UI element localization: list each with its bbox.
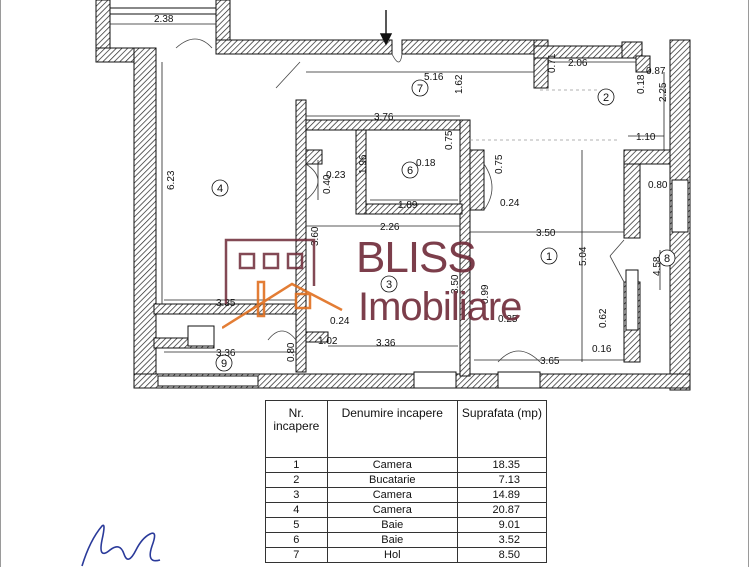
- svg-text:0.71: 0.71: [547, 53, 558, 73]
- watermark-brand-sub: Imobiliare: [358, 285, 522, 329]
- dimension-labels: 2.38 5.16 2.06 0.71 0.87 0.18 2.25 1.62 …: [154, 14, 669, 367]
- cell-nr: 3: [265, 487, 328, 503]
- svg-text:0.80: 0.80: [648, 180, 668, 191]
- table-row: 4 Camera 20.87: [265, 502, 548, 518]
- cell-nr: 2: [265, 472, 328, 488]
- svg-text:0.24: 0.24: [500, 198, 520, 209]
- svg-text:1.62: 1.62: [454, 74, 465, 94]
- table-row: 5 Baie 9.01: [265, 517, 548, 533]
- room-area-table: Nr. incapere Denumire incapere Suprafata…: [265, 400, 548, 563]
- svg-text:0.18: 0.18: [636, 74, 647, 94]
- bliss-logo-icon: [222, 238, 343, 330]
- windows: [109, 7, 689, 389]
- svg-text:0.23: 0.23: [326, 170, 346, 181]
- svg-text:2.06: 2.06: [568, 58, 588, 69]
- cell-area: 14.89: [456, 487, 548, 503]
- table-row: 3 Camera 14.89: [265, 487, 548, 503]
- svg-text:4.58: 4.58: [652, 256, 663, 276]
- svg-text:0.87: 0.87: [646, 66, 666, 77]
- table-row: 6 Baie 3.52: [265, 532, 548, 548]
- room-3: 3: [386, 279, 392, 291]
- svg-text:0.24: 0.24: [330, 316, 350, 327]
- exterior-walls: [95, 0, 691, 391]
- svg-text:1.02: 1.02: [318, 336, 338, 347]
- watermark-brand: BLISS: [356, 233, 477, 282]
- table-row: 2 Bucatarie 7.13: [265, 472, 548, 488]
- cell-area: 18.35: [456, 457, 548, 473]
- svg-text:1.10: 1.10: [636, 132, 656, 143]
- svg-text:5.16: 5.16: [424, 72, 444, 83]
- room-markers: [211, 79, 676, 372]
- sheet-border-left: [0, 0, 1, 567]
- svg-text:3.76: 3.76: [374, 112, 394, 123]
- svg-text:3.36: 3.36: [216, 348, 236, 359]
- cell-nr: 7: [265, 547, 328, 563]
- header-nr: Nr. incapere: [265, 400, 328, 458]
- cell-area: 20.87: [456, 502, 548, 518]
- svg-text:3.36: 3.36: [376, 338, 396, 349]
- header-name: Denumire incapere: [326, 400, 458, 458]
- cell-nr: 6: [265, 532, 328, 548]
- cell-nr: 4: [265, 502, 328, 518]
- room-2: 2: [603, 92, 609, 104]
- cell-name: Camera: [326, 457, 458, 473]
- room-7: 7: [417, 83, 423, 95]
- cell-name: Baie: [326, 532, 458, 548]
- cell-nr: 5: [265, 517, 328, 533]
- door-swings: [175, 38, 625, 363]
- cell-area: 3.52: [456, 532, 548, 548]
- svg-text:2.25: 2.25: [658, 82, 669, 102]
- svg-text:2.26: 2.26: [380, 222, 400, 233]
- header-area: Suprafata (mp): [456, 400, 548, 458]
- svg-text:3.65: 3.65: [540, 356, 560, 367]
- svg-text:3.50: 3.50: [536, 228, 556, 239]
- cell-name: Bucatarie: [326, 472, 458, 488]
- signature-icon: [81, 524, 161, 567]
- room-1: 1: [546, 251, 552, 263]
- svg-text:5.04: 5.04: [578, 246, 589, 266]
- svg-text:1.96: 1.96: [358, 154, 369, 174]
- svg-text:0.25: 0.25: [498, 314, 518, 325]
- cell-name: Hol: [326, 547, 458, 563]
- floorplan-drawing: 1 2 3 4 6 7 8 9 2.38 5.16 2.06 0.71 0.87…: [95, 0, 691, 391]
- cell-area: 8.50: [456, 547, 548, 563]
- cell-name: Baie: [326, 517, 458, 533]
- svg-text:0.75: 0.75: [444, 130, 455, 150]
- entrance-arrow-icon: [379, 10, 393, 46]
- room-4: 4: [217, 183, 223, 195]
- svg-text:3.50: 3.50: [450, 274, 461, 294]
- dimension-lines: [110, 23, 665, 362]
- cell-area: 7.13: [456, 472, 548, 488]
- svg-text:0.99: 0.99: [480, 284, 491, 304]
- svg-text:0.80: 0.80: [286, 342, 297, 362]
- svg-text:2.38: 2.38: [154, 14, 174, 25]
- svg-text:1.89: 1.89: [398, 200, 418, 211]
- room-8: 8: [664, 253, 670, 265]
- room-6: 6: [407, 165, 413, 177]
- svg-text:0.62: 0.62: [598, 308, 609, 328]
- room-9: 9: [221, 358, 227, 370]
- svg-text:0.18: 0.18: [416, 158, 436, 169]
- svg-text:6.23: 6.23: [166, 170, 177, 190]
- cell-area: 9.01: [456, 517, 548, 533]
- svg-text:3.60: 3.60: [310, 226, 321, 246]
- table-row: 7 Hol 8.50: [265, 547, 548, 563]
- interior-walls: [153, 99, 671, 377]
- sheet-border-right: [748, 0, 749, 567]
- svg-text:0.16: 0.16: [592, 344, 612, 355]
- cell-name: Camera: [326, 487, 458, 503]
- cell-name: Camera: [326, 502, 458, 518]
- svg-text:0.75: 0.75: [494, 154, 505, 174]
- table-row: 1 Camera 18.35: [265, 457, 548, 473]
- room-numbers: 1 2 3 4 6 7 8 9: [217, 83, 670, 370]
- kitchen-counter: [470, 89, 620, 141]
- svg-text:0.40: 0.40: [322, 174, 333, 194]
- cell-nr: 1: [265, 457, 328, 473]
